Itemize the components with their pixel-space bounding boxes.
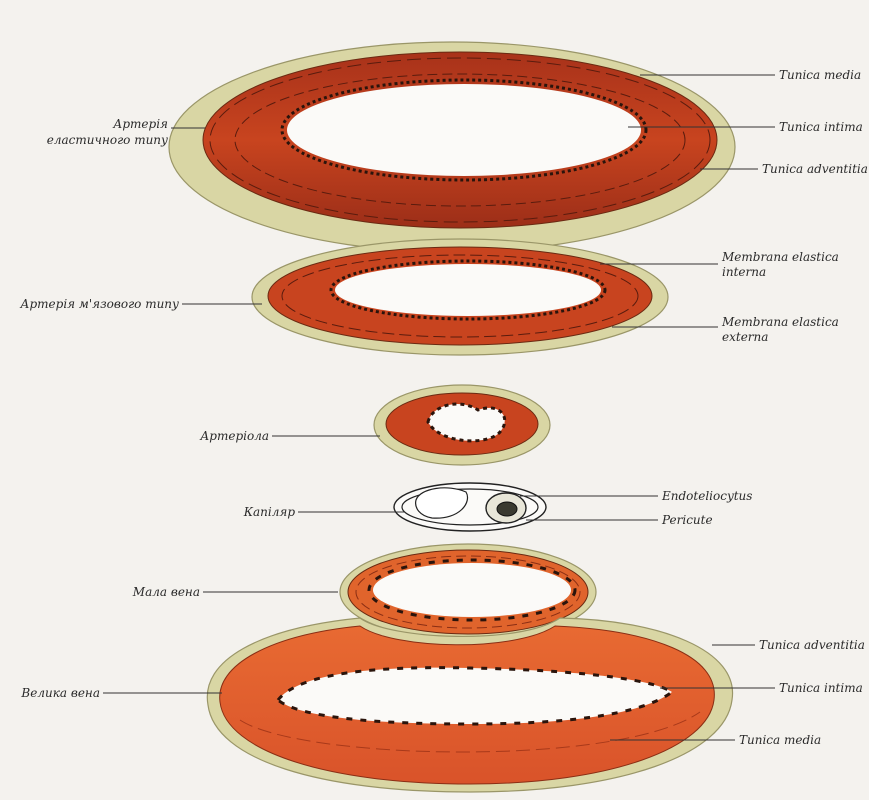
- label-small-vein: Мала вена: [132, 585, 200, 599]
- elastic-artery-fibers-inner: [234, 73, 686, 207]
- leader-lines: [103, 74, 775, 741]
- large-vein-lumen: [275, 666, 675, 726]
- label-arteriole: Артеріола: [199, 429, 269, 443]
- label-tunica-adventitia-bottom: Tunica adventitia: [759, 638, 865, 652]
- capillary: [393, 482, 547, 532]
- muscular-artery: [251, 238, 669, 356]
- right-labels: Tunica media Tunica intima Tunica advent…: [661, 68, 868, 747]
- small-vein-intima: [367, 558, 577, 622]
- capillary-lumen: [415, 487, 469, 519]
- label-tunica-intima-bottom: Tunica intima: [779, 681, 863, 695]
- label-muscular-artery: Артерія м'язового типу: [19, 297, 179, 311]
- elastic-artery-lumen: [287, 84, 641, 176]
- label-membrana-interna-line2: interna: [722, 265, 766, 279]
- label-membrana-externa-line2: externa: [722, 330, 768, 344]
- label-endoteliocytus: Endoteliocytus: [661, 489, 752, 503]
- small-vein-fibers: [355, 555, 581, 629]
- large-vein: [206, 617, 734, 793]
- label-large-vein: Велика вена: [20, 686, 100, 700]
- capillary-wall: [401, 488, 539, 526]
- label-tunica-intima-top: Tunica intima: [779, 120, 863, 134]
- label-elastic-artery-line1: Артерія: [112, 117, 168, 131]
- arteriole-lumen: [426, 402, 507, 443]
- arteriole: [373, 384, 551, 466]
- label-capillary: Капіляр: [243, 505, 296, 519]
- elastic-artery-intima: [280, 78, 648, 182]
- label-tunica-adventitia-top: Tunica adventitia: [762, 162, 868, 176]
- label-pericute: Pericute: [661, 513, 713, 527]
- small-vein-lumen: [373, 563, 571, 617]
- label-tunica-media-bottom: Tunica media: [739, 733, 821, 747]
- label-membrana-externa-line1: Membrana elastica: [721, 315, 839, 329]
- elastic-artery: [168, 41, 736, 253]
- pericyte-nucleus: [496, 501, 518, 517]
- left-labels: Артерія еластичного типу Артерія м'язово…: [19, 117, 295, 700]
- muscular-artery-intima: [329, 259, 607, 321]
- label-membrana-interna-line1: Membrana elastica: [721, 250, 839, 264]
- large-vein-fibers: [239, 711, 701, 753]
- label-tunica-media-top: Tunica media: [779, 68, 861, 82]
- muscular-artery-lumen: [335, 264, 601, 316]
- label-elastic-artery-line2: еластичного типу: [47, 133, 168, 147]
- elastic-artery-fibers: [209, 57, 711, 223]
- muscular-artery-fibers: [281, 254, 639, 338]
